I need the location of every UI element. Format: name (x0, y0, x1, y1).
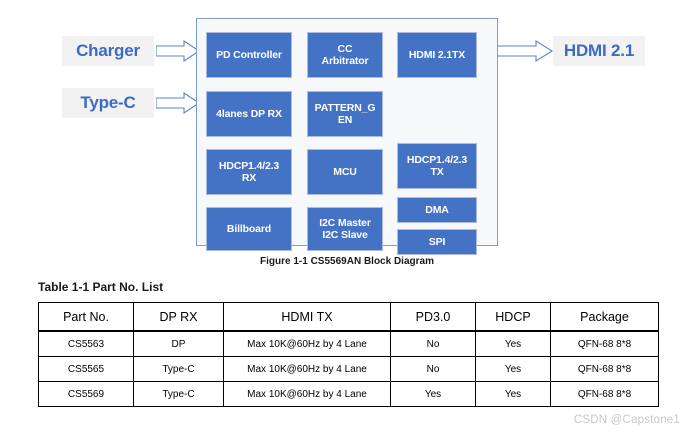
block-billboard-label: Billboard (226, 222, 272, 235)
io-label-hdmi-2-1: HDMI 2.1 (553, 36, 645, 66)
figure-caption: Figure 1-1 CS5569AN Block Diagram (260, 256, 434, 267)
block-hdcp-rx: HDCP1.4/2.3 RX (206, 149, 292, 195)
table-header-hdmi-tx: HDMI TX (223, 302, 391, 332)
cell-pd30: Yes (390, 381, 476, 407)
io-label-type-c: Type-C (62, 88, 154, 118)
block-cc-arbitrator-line2: Arbitrator (321, 55, 369, 67)
table-header-hdcp: HDCP (475, 302, 551, 332)
table-row: CS5565 Type-C Max 10K@60Hz by 4 Lane No … (38, 356, 659, 382)
cell-part-no: CS5563 (38, 330, 134, 357)
cell-pd30: No (390, 356, 476, 382)
block-hdcp-rx-label: HDCP1.4/2.3 RX (219, 160, 279, 185)
cell-hdcp: Yes (475, 381, 551, 407)
block-spi-label: SPI (428, 235, 446, 248)
block-i2c-line1: I2C Master (319, 216, 371, 229)
table-header-part-no: Part No. (38, 302, 134, 332)
block-pattern-gen-label: PATTERN_G EN (315, 102, 376, 127)
table-row: CS5569 Type-C Max 10K@60Hz by 4 Lane Yes… (38, 381, 659, 407)
cell-part-no: CS5569 (38, 381, 134, 407)
block-cc-arbitrator-line1: CC (337, 42, 353, 55)
cell-hdmi-tx: Max 10K@60Hz by 4 Lane (223, 356, 391, 382)
block-hdmi-tx: HDMI 2.1TX (397, 32, 477, 78)
block-mcu: MCU (307, 149, 383, 195)
block-cc-arbitrator-label: CC Arbitrator (322, 43, 369, 68)
block-cc-arbitrator: CC Arbitrator (307, 32, 383, 78)
block-4lanes-dp-rx: 4lanes DP RX (206, 91, 292, 137)
cell-hdcp: Yes (475, 356, 551, 382)
cell-hdcp: Yes (475, 330, 551, 357)
cell-package: QFN-68 8*8 (550, 381, 659, 407)
cell-hdmi-tx: Max 10K@60Hz by 4 Lane (223, 330, 391, 357)
block-pd-controller: PD Controller (206, 32, 292, 78)
hdmi-output-arrow-icon (497, 40, 553, 62)
table-header-pd30: PD3.0 (390, 302, 476, 332)
block-pd-controller-label: PD Controller (216, 48, 282, 61)
type-c-arrow-icon (156, 92, 200, 114)
table-title: Table 1-1 Part No. List (38, 280, 164, 294)
block-billboard: Billboard (206, 207, 292, 251)
block-4lanes-dp-rx-label: 4lanes DP RX (216, 107, 282, 120)
cell-dp-rx: Type-C (133, 356, 224, 382)
block-pattern-gen-line2: EN (337, 114, 353, 126)
part-no-table: Part No. DP RX HDMI TX PD3.0 HDCP Packag… (38, 302, 659, 407)
table-header-row: Part No. DP RX HDMI TX PD3.0 HDCP Packag… (38, 302, 659, 332)
table-header-package: Package (550, 302, 659, 332)
block-dma: DMA (397, 197, 477, 223)
block-dma-label: DMA (425, 203, 449, 216)
cell-part-no: CS5565 (38, 356, 134, 382)
table-header-dp-rx: DP RX (133, 302, 224, 332)
cell-pd30: No (390, 330, 476, 357)
cell-package: QFN-68 8*8 (550, 356, 659, 382)
charger-arrow-icon (156, 40, 200, 62)
block-mcu-label: MCU (333, 165, 357, 178)
cell-dp-rx: DP (133, 330, 224, 357)
cell-dp-rx: Type-C (133, 381, 224, 407)
block-hdmi-tx-label: HDMI 2.1TX (408, 48, 466, 61)
cell-hdmi-tx: Max 10K@60Hz by 4 Lane (223, 381, 391, 407)
table-row: CS5563 DP Max 10K@60Hz by 4 Lane No Yes … (38, 330, 659, 357)
block-hdcp-tx-line2: TX (430, 166, 444, 178)
block-i2c-master-slave: I2C Master I2C Slave (307, 207, 383, 251)
block-hdcp-tx-label: HDCP1.4/2.3 TX (407, 154, 467, 179)
io-label-charger: Charger (62, 36, 154, 66)
block-hdcp-rx-line2: RX (241, 172, 257, 184)
block-hdcp-rx-line1: HDCP1.4/2.3 (218, 159, 280, 172)
block-diagram: Charger Type-C HDMI 2.1 PD Controller 4l… (62, 18, 645, 255)
cell-package: QFN-68 8*8 (550, 330, 659, 357)
block-pattern-gen: PATTERN_G EN (307, 91, 383, 137)
block-hdcp-tx-line1: HDCP1.4/2.3 (406, 153, 468, 166)
block-i2c-line2: I2C Slave (322, 229, 368, 241)
block-hdcp-tx: HDCP1.4/2.3 TX (397, 143, 477, 189)
chip-boundary: PD Controller 4lanes DP RX HDCP1.4/2.3 R… (196, 18, 498, 255)
block-i2c-label: I2C Master I2C Slave (319, 217, 371, 242)
block-spi: SPI (397, 229, 477, 255)
block-pattern-gen-line1: PATTERN_G (314, 101, 376, 114)
watermark: CSDN @Capstone1 (573, 414, 680, 426)
